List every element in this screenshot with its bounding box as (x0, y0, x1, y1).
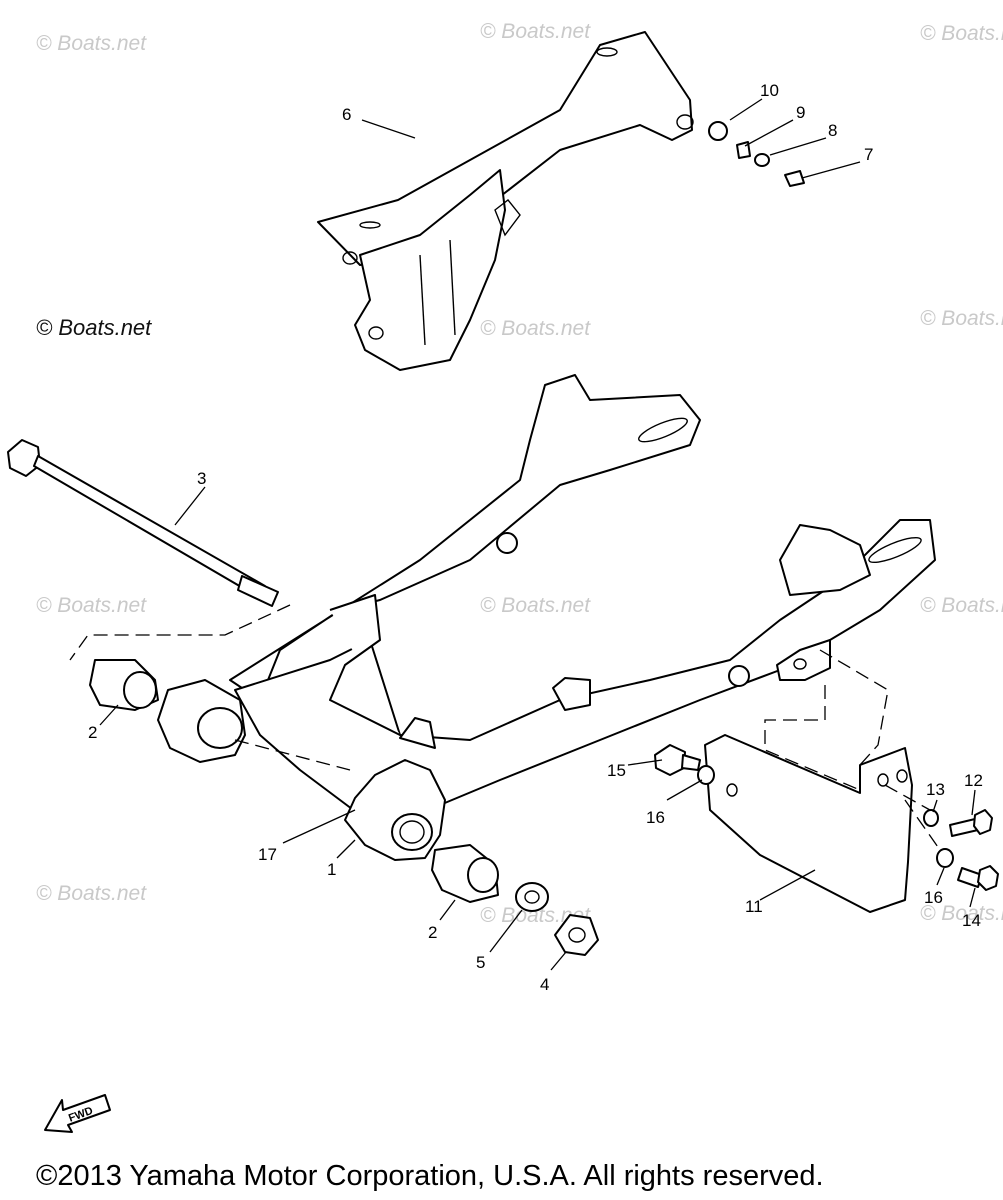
left-pivot-part-17 (157, 679, 246, 763)
watermark: © Boats.net (36, 594, 147, 617)
bushing-part-2-left (89, 659, 159, 711)
callout-7: 7 (864, 145, 873, 164)
washer-part-13 (923, 809, 939, 827)
callout-13: 13 (926, 780, 945, 799)
watermark: © Boats.net (920, 594, 1003, 617)
watermark: © Boats.net (480, 317, 591, 340)
assembly-lines (69, 604, 941, 851)
callout-8: 8 (828, 121, 837, 140)
callout-16-lower: 16 (924, 888, 943, 907)
washer-part-5 (515, 882, 549, 912)
watermarks: © Boats.net © Boats.net © Boats.net © Bo… (36, 20, 1003, 927)
watermark: © Boats.net (480, 904, 591, 927)
nut-part-4 (554, 914, 599, 956)
callout-12: 12 (964, 771, 983, 790)
bushing-part-2-right (431, 844, 499, 903)
watermark: © Boats.net (920, 902, 1003, 925)
callout-17: 17 (258, 845, 277, 864)
nut-part-10 (708, 121, 728, 141)
fwd-arrow-icon: FWD (44, 1094, 111, 1133)
watermark: © Boats.net (480, 594, 591, 617)
callout-2-left: 2 (88, 723, 97, 742)
bolt-part-15 (654, 744, 701, 776)
screw-part-7 (784, 170, 805, 187)
copyright-notice: ©2013 Yamaha Motor Corporation, U.S.A. A… (36, 1160, 824, 1192)
callout-5: 5 (476, 953, 485, 972)
callout-11: 11 (745, 897, 763, 916)
callout-15: 15 (607, 761, 626, 780)
callout-1: 1 (327, 860, 336, 879)
washer-part-16-lower (936, 848, 954, 868)
collar-part-9 (736, 141, 751, 159)
bracket-part-11 (704, 734, 913, 913)
hardware-7-10 (708, 121, 805, 187)
callout-2-right: 2 (428, 923, 437, 942)
callout-9: 9 (796, 103, 805, 122)
callout-6: 6 (342, 105, 351, 124)
callout-16-upper: 16 (646, 808, 665, 827)
callout-labels: 6 10 9 8 7 3 2 17 1 2 5 4 15 16 13 12 11… (88, 81, 983, 994)
watermark-prominent: © Boats.net (36, 315, 152, 340)
chain-case-part-6 (317, 31, 694, 371)
callout-10: 10 (760, 81, 779, 100)
callout-4: 4 (540, 975, 549, 994)
callout-14: 14 (962, 911, 981, 930)
watermark: © Boats.net (920, 22, 1003, 45)
watermark: © Boats.net (480, 20, 591, 43)
bolt-part-14 (957, 865, 999, 891)
bolt-part-12 (949, 809, 993, 837)
watermark: © Boats.net (920, 307, 1003, 330)
leader-lines (99, 98, 976, 971)
washer-part-8 (754, 153, 770, 167)
swingarm-part-1 (229, 374, 936, 861)
pivot-shaft-part-3 (7, 439, 279, 607)
watermark: © Boats.net (36, 882, 147, 905)
callout-3: 3 (197, 469, 206, 488)
watermark: © Boats.net (36, 32, 147, 55)
washer-part-16-upper (697, 765, 715, 785)
